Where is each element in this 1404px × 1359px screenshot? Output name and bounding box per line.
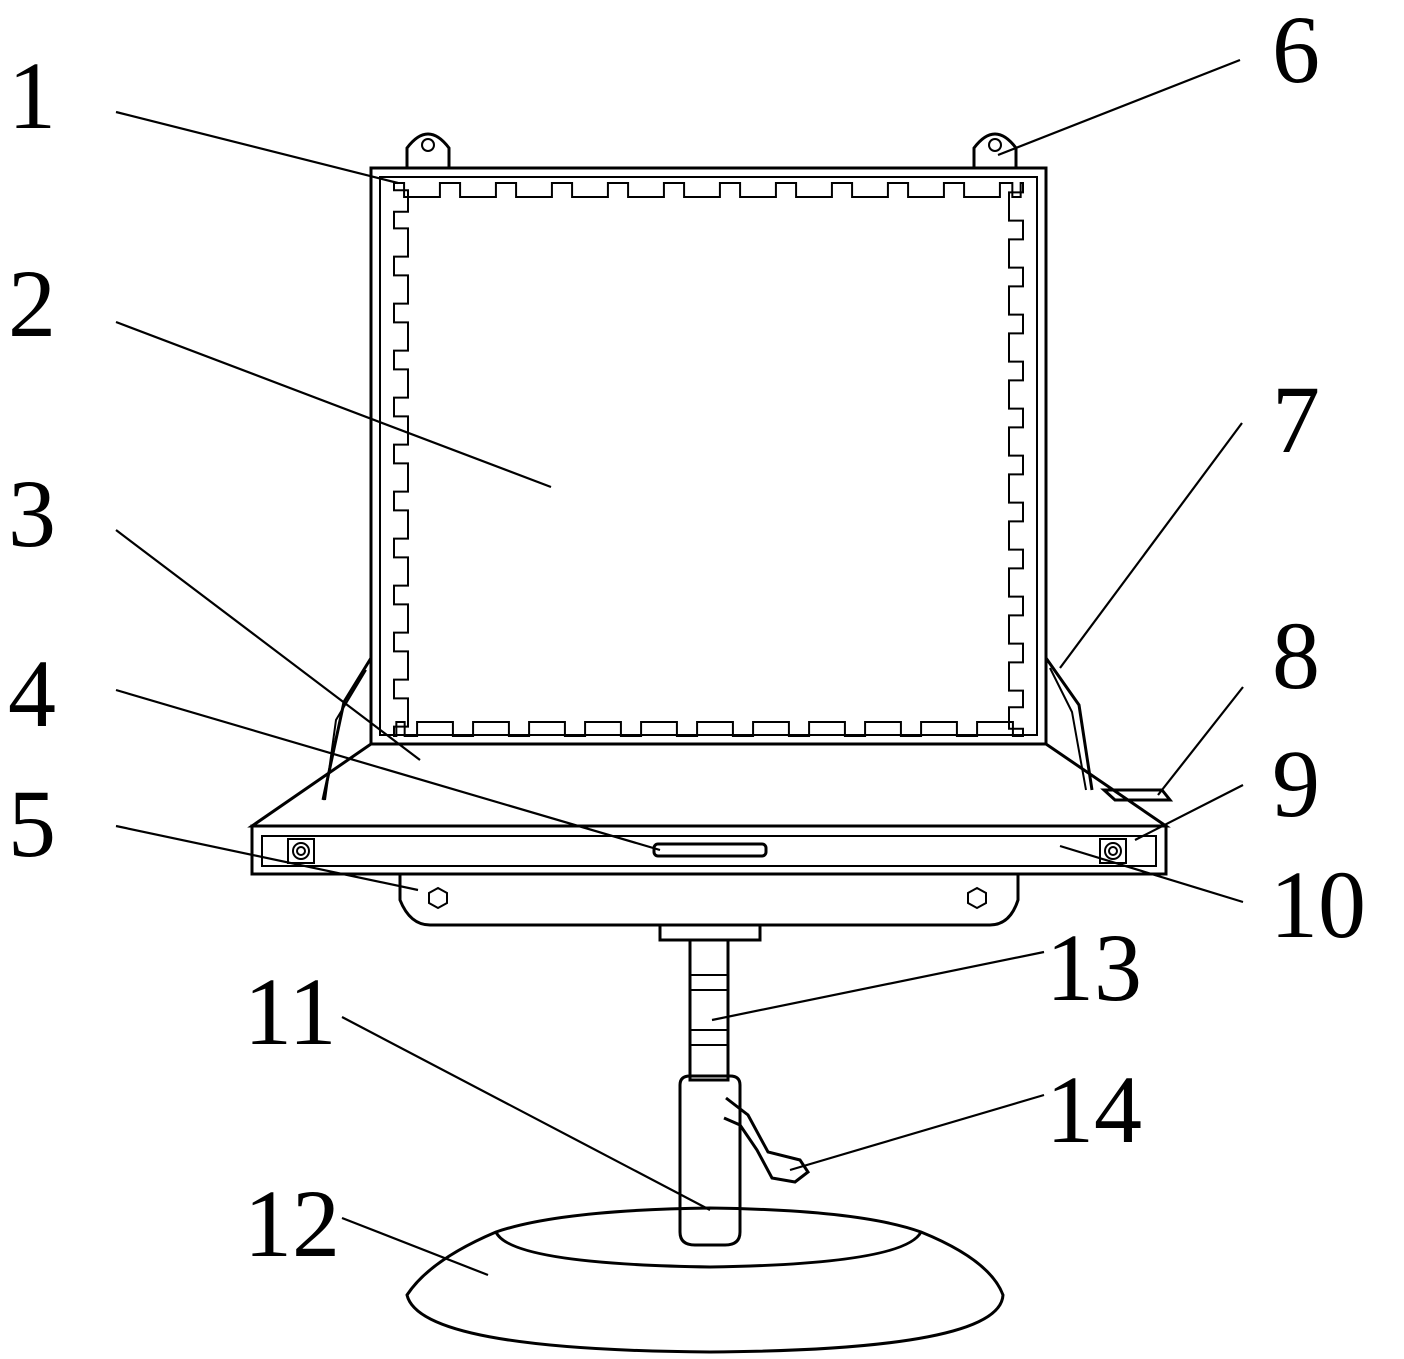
leader-2: [115, 320, 552, 489]
trapezoid-base: [247, 742, 1171, 828]
callout-10: 10: [1270, 851, 1366, 958]
leader-3: [115, 529, 421, 761]
callout-2: 2: [8, 250, 56, 357]
callout-1: 1: [8, 42, 56, 149]
leader-11: [341, 1016, 711, 1211]
mounting-bracket: [398, 874, 1020, 927]
callout-11: 11: [244, 958, 336, 1065]
leader-9: [1134, 784, 1244, 841]
callout-12: 12: [244, 1170, 340, 1277]
locking-lever: [723, 1096, 811, 1184]
hanging-lug-left: [405, 132, 451, 168]
rail-housing: [250, 824, 1168, 876]
callout-14: 14: [1046, 1056, 1142, 1163]
callout-13: 13: [1046, 914, 1142, 1021]
support-column: [678, 1074, 742, 1247]
bolt-left: [287, 838, 315, 864]
leader-10: [1059, 844, 1244, 904]
leader-6: [997, 58, 1241, 157]
leader-4: [115, 688, 661, 852]
callout-7: 7: [1272, 366, 1320, 473]
leader-8: [1157, 686, 1244, 796]
latch: [1100, 788, 1174, 802]
callout-3: 3: [8, 460, 56, 567]
leader-14: [789, 1093, 1045, 1172]
callout-5: 5: [8, 770, 56, 877]
side-brace-left: [321, 657, 373, 801]
slide-handle: [652, 842, 768, 858]
callout-9: 9: [1272, 730, 1320, 837]
telescopic-pole: [658, 923, 762, 1082]
callout-4: 4: [8, 640, 56, 747]
leader-7: [1059, 422, 1243, 669]
leader-13: [711, 950, 1045, 1022]
leader-5: [115, 824, 419, 892]
leader-lines: [115, 58, 1244, 1277]
callout-8: 8: [1272, 602, 1320, 709]
display-panel: [393, 182, 1024, 737]
leader-12: [341, 1216, 489, 1277]
callout-labels: 1 2 3 4 5 6 7 8 9 10 11 12 13 14: [8, 0, 1366, 1277]
side-brace-right: [1044, 657, 1094, 791]
callout-6: 6: [1272, 0, 1320, 103]
round-base: [405, 1206, 1005, 1354]
leader-1: [115, 110, 399, 185]
